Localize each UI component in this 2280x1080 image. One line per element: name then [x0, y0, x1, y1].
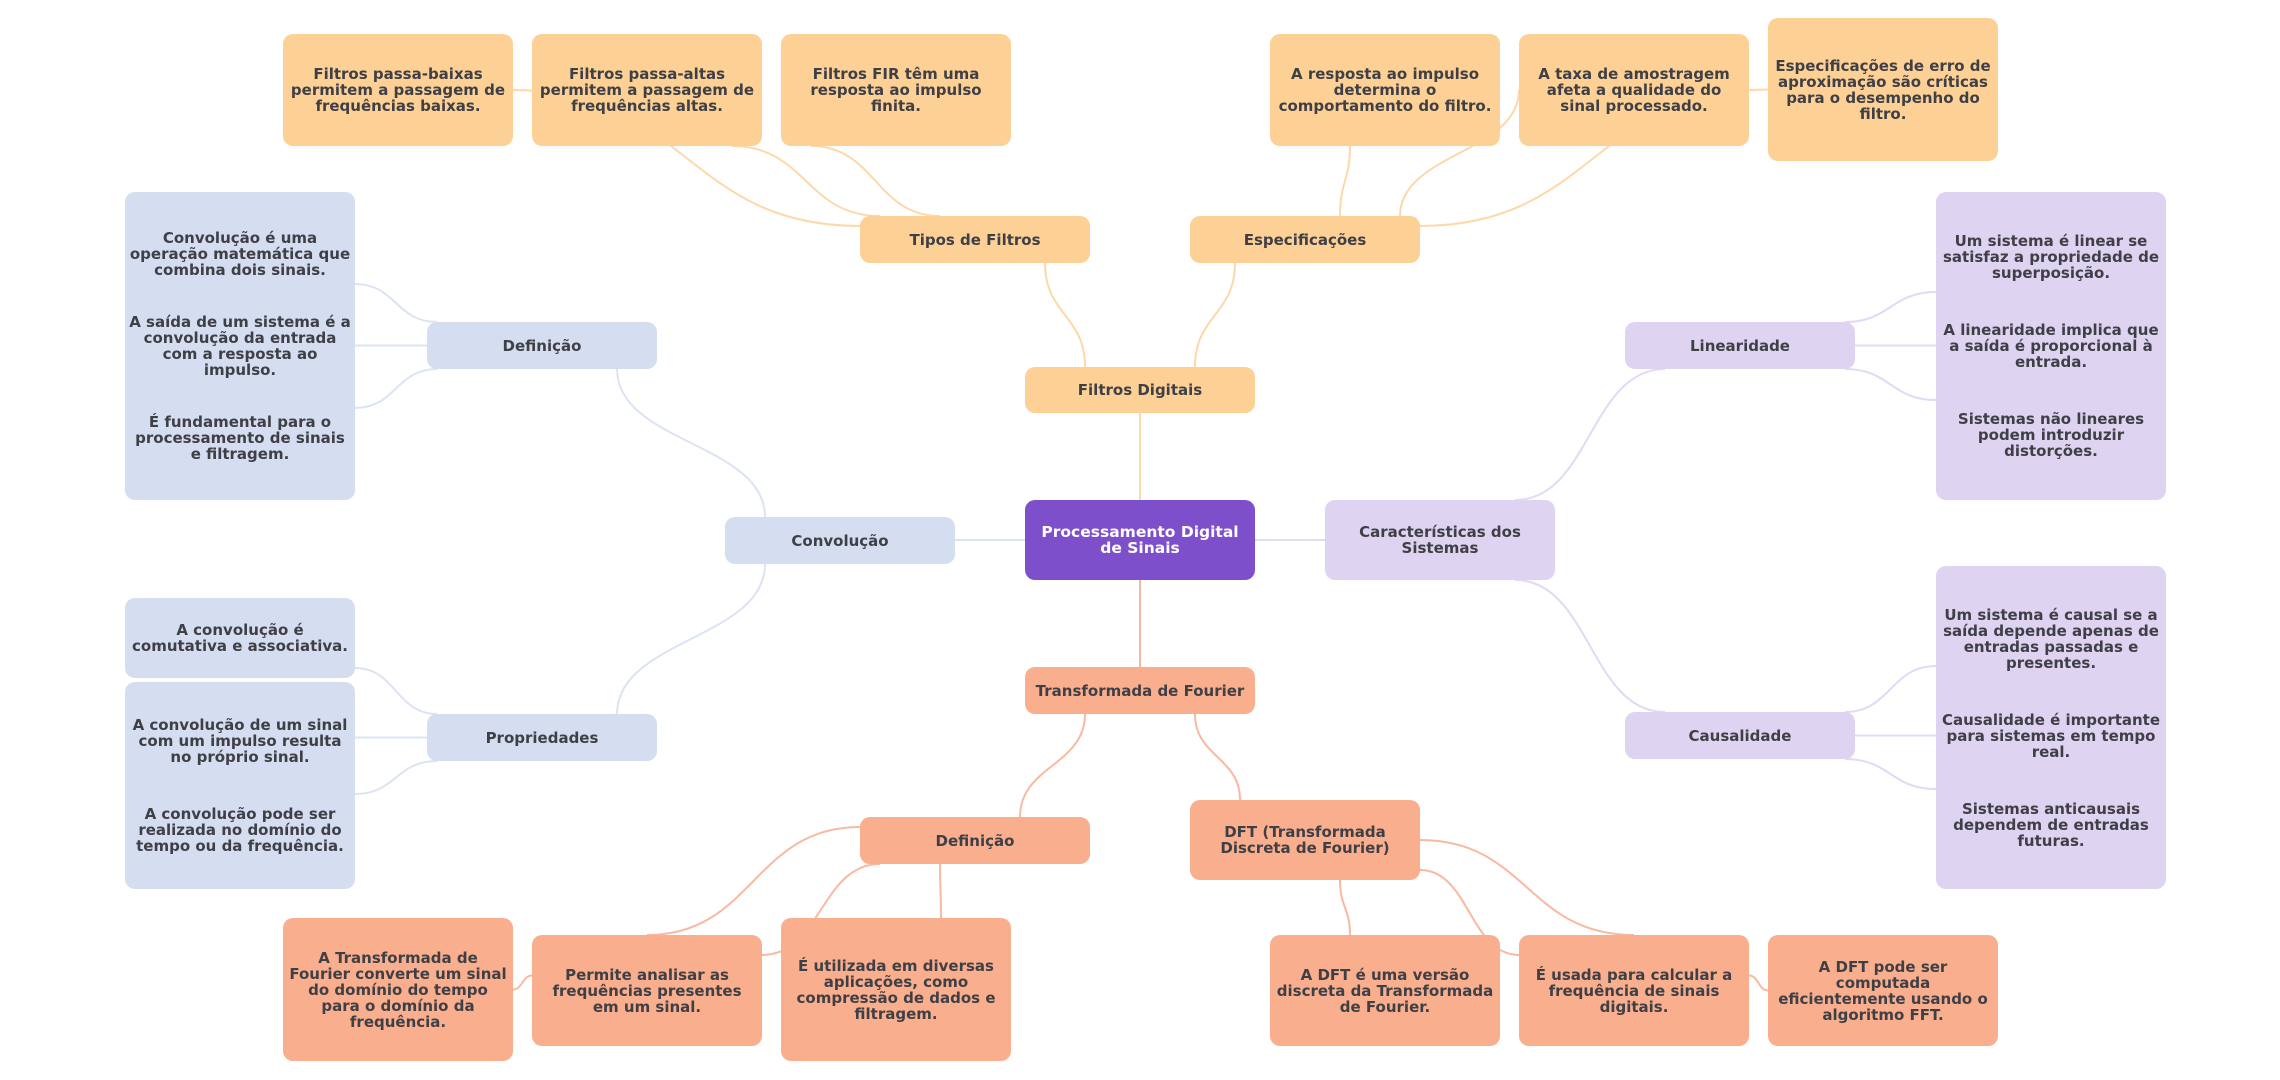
connector: [1194, 713, 1241, 801]
branch-filtros-digitais[interactable]: Filtros Digitais: [1025, 367, 1255, 413]
leaf-node[interactable]: É usada para calcular a frequência de si…: [1519, 935, 1749, 1046]
subtopic-especificacoes[interactable]: Especificações: [1190, 216, 1420, 263]
branch-caracteristicas-dos-sistemas[interactable]: Características dos Sistemas: [1325, 500, 1555, 580]
leaf-node[interactable]: Filtros passa-altas permitem a passagem …: [532, 34, 762, 146]
leaf-node[interactable]: Causalidade é importante para sistemas e…: [1941, 710, 2161, 761]
branch-transformada-de-fourier[interactable]: Transformada de Fourier: [1025, 667, 1255, 714]
connector: [1514, 368, 1666, 501]
connector: [1844, 291, 1937, 323]
subtopic-label: DFT (Transformada Discreta de Fourier): [1220, 823, 1390, 857]
subtopic-label: Especificações: [1243, 230, 1367, 249]
leaf-group: Convolução é uma operação matemática que…: [125, 192, 355, 500]
leaf-node[interactable]: A resposta ao impulso determina o compor…: [1270, 34, 1500, 146]
connector: [1419, 839, 1635, 936]
leaf-text: Permite analisar as frequências presente…: [552, 965, 742, 1016]
connector: [810, 145, 941, 217]
subtopic-label: Causalidade: [1688, 726, 1792, 745]
subtopic-propriedades[interactable]: Propriedades: [427, 714, 657, 761]
leaf-node[interactable]: Um sistema é linear se satisfaz a propri…: [1942, 231, 2160, 282]
leaf-text: Especificações de erro de aproximação sã…: [1775, 56, 1991, 123]
subtopic-label: Propriedades: [485, 728, 599, 747]
connector: [1514, 579, 1666, 713]
leaf-node[interactable]: Sistemas não lineares podem introduzir d…: [1957, 410, 2145, 461]
leaf-node[interactable]: A convolução de um sinal com um impulso …: [132, 715, 348, 766]
leaf-node[interactable]: Sistemas anticausais dependem de entrada…: [1953, 799, 2149, 850]
leaf-text: Filtros FIR têm uma resposta ao impulso …: [810, 65, 982, 115]
subtopic-tipos-de-filtros[interactable]: Tipos de Filtros: [860, 216, 1090, 263]
subtopic-label: Tipos de Filtros: [909, 230, 1041, 249]
leaf-node[interactable]: A saída de um sistema é a convolução da …: [129, 313, 351, 379]
leaf-text: A convolução é comutativa e associativa.: [132, 621, 348, 655]
leaf-node[interactable]: Um sistema é causal se a saída depende a…: [1943, 605, 2159, 672]
connector: [1044, 262, 1086, 368]
leaf-group: Um sistema é linear se satisfaz a propri…: [1936, 192, 2166, 500]
connector: [512, 974, 533, 991]
leaf-node[interactable]: É fundamental para o processamento de si…: [135, 413, 345, 463]
root-node[interactable]: Processamento Digital de Sinais: [1025, 500, 1255, 580]
leaf-text: Filtros passa-baixas permitem a passagem…: [290, 65, 506, 115]
connector: [1339, 145, 1351, 217]
subtopic-causalidade[interactable]: Causalidade: [1625, 712, 1855, 759]
leaf-node[interactable]: A DFT pode ser computada eficientemente …: [1768, 935, 1998, 1046]
leaf-text: A taxa de amostragem afeta a qualidade d…: [1538, 65, 1730, 115]
root-label: Processamento Digital de Sinais: [1041, 523, 1239, 557]
connector: [354, 368, 438, 409]
leaf-text: A DFT pode ser computada eficientemente …: [1778, 957, 1988, 1024]
subtopic-definicao-fourier[interactable]: Definição: [860, 817, 1090, 864]
leaf-text: A resposta ao impulso determina o compor…: [1278, 65, 1492, 115]
branch-convolucao[interactable]: Convolução: [725, 517, 955, 564]
connector: [939, 863, 942, 919]
connector: [616, 368, 766, 518]
connector: [616, 563, 766, 715]
leaf-node[interactable]: Filtros passa-baixas permitem a passagem…: [283, 34, 513, 146]
connector: [1339, 879, 1351, 936]
leaf-node[interactable]: A Transformada de Fourier converte um si…: [283, 918, 513, 1061]
subtopic-definicao-convolucao[interactable]: Definição: [427, 322, 657, 369]
leaf-group: Um sistema é causal se a saída depende a…: [1936, 566, 2166, 889]
leaf-node[interactable]: É utilizada em diversas aplicações, como…: [781, 918, 1011, 1061]
leaf-text: A DFT é uma versão discreta da Transform…: [1276, 965, 1494, 1016]
leaf-text: É usada para calcular a frequência de si…: [1535, 965, 1733, 1016]
connector: [354, 283, 438, 323]
leaf-text: É utilizada em diversas aplicações, como…: [796, 956, 996, 1023]
connector: [1844, 758, 1937, 790]
leaf-text: Filtros passa-altas permitem a passagem …: [539, 65, 755, 115]
leaf-node[interactable]: Especificações de erro de aproximação sã…: [1768, 18, 1998, 161]
connector: [731, 145, 881, 217]
leaf-node[interactable]: A linearidade implica que a saída é prop…: [1943, 320, 2159, 371]
leaf-text: A Transformada de Fourier converte um si…: [289, 948, 507, 1031]
branch-label: Transformada de Fourier: [1035, 681, 1245, 700]
connector: [1748, 974, 1769, 992]
subtopic-dft[interactable]: DFT (Transformada Discreta de Fourier): [1190, 800, 1420, 880]
connector: [1844, 665, 1937, 713]
leaf-node[interactable]: A DFT é uma versão discreta da Transform…: [1270, 935, 1500, 1046]
subtopic-linearidade[interactable]: Linearidade: [1625, 322, 1855, 369]
leaf-node[interactable]: Permite analisar as frequências presente…: [532, 935, 762, 1046]
leaf-group: A convolução de um sinal com um impulso …: [125, 682, 355, 889]
leaf-node[interactable]: A taxa de amostragem afeta a qualidade d…: [1519, 34, 1749, 146]
connector: [354, 667, 438, 715]
connector: [1844, 368, 1937, 401]
leaf-node[interactable]: A convolução pode ser realizada no domín…: [136, 805, 344, 856]
subtopic-label: Definição: [502, 336, 582, 355]
leaf-node[interactable]: Convolução é uma operação matemática que…: [129, 229, 351, 279]
branch-label: Características dos Sistemas: [1359, 523, 1521, 557]
subtopic-label: Definição: [935, 831, 1015, 850]
branch-label: Filtros Digitais: [1077, 381, 1203, 399]
connector: [1019, 713, 1086, 818]
connector: [354, 760, 438, 795]
leaf-node[interactable]: Filtros FIR têm uma resposta ao impulso …: [781, 34, 1011, 146]
connector: [1194, 262, 1236, 368]
branch-label: Convolução: [791, 531, 889, 550]
subtopic-label: Linearidade: [1690, 336, 1790, 355]
leaf-node[interactable]: A convolução é comutativa e associativa.: [125, 598, 355, 678]
